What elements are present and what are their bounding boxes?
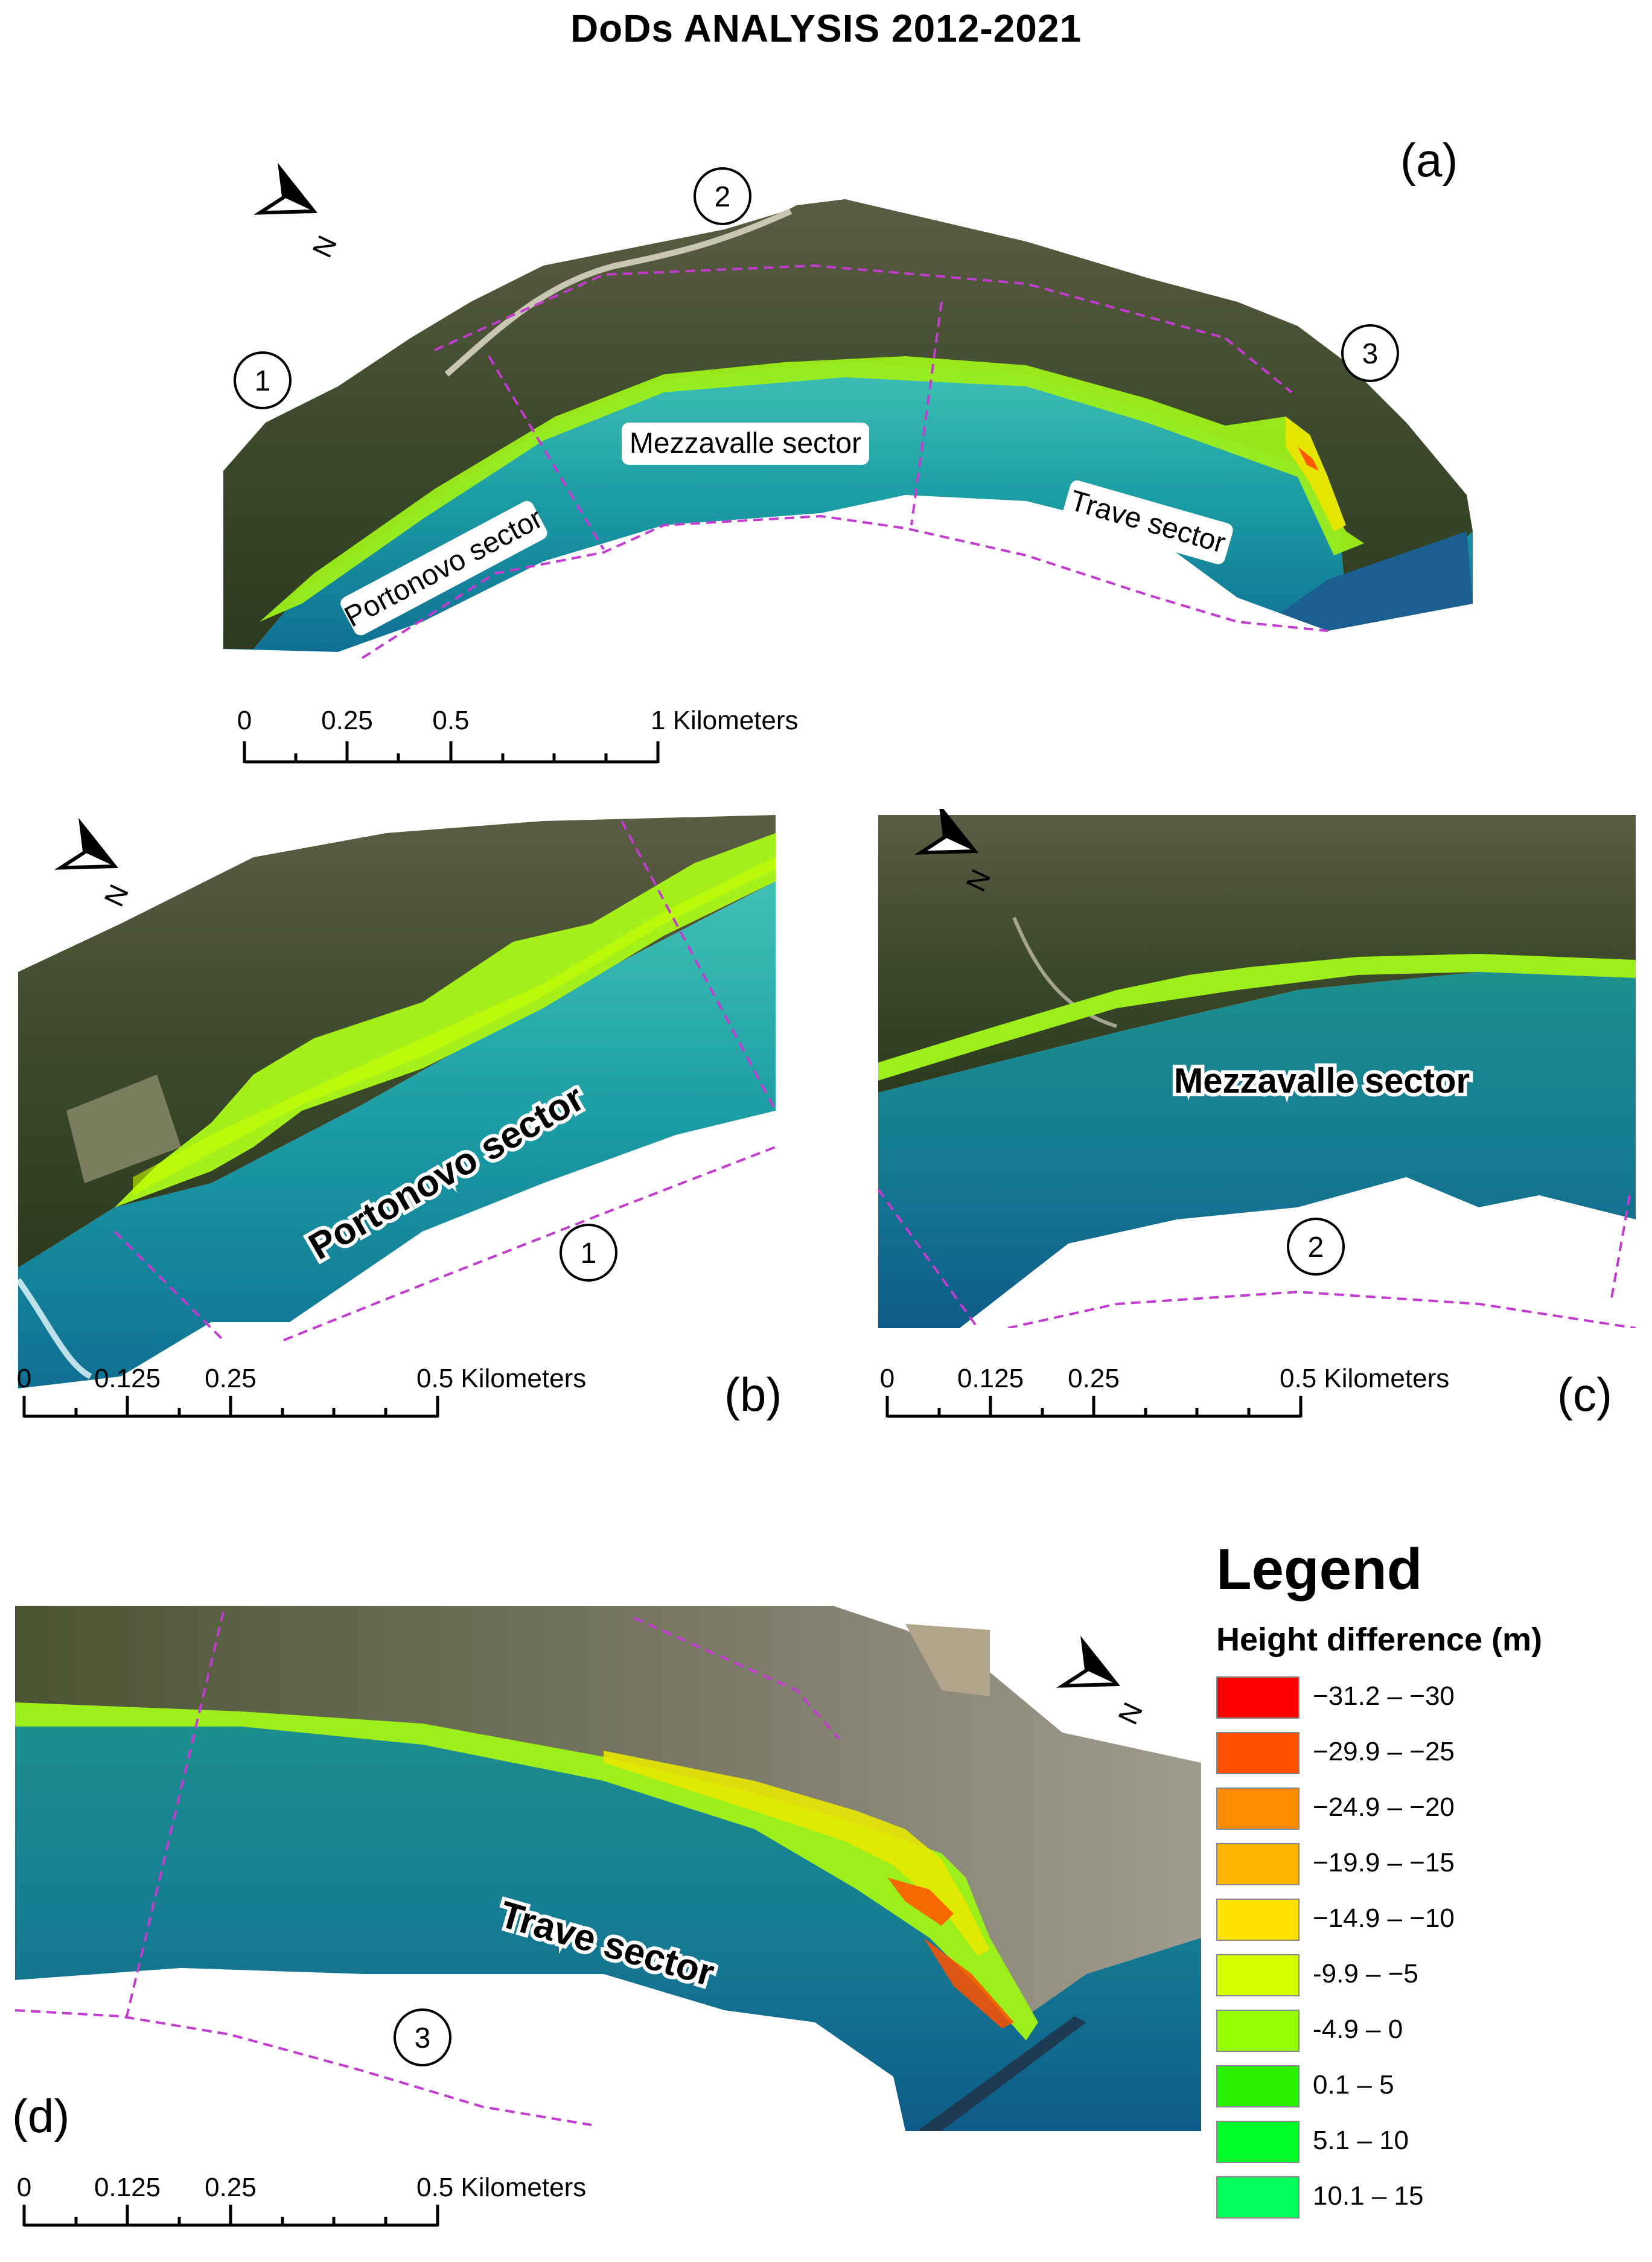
svg-text:0.5: 0.5	[432, 706, 469, 735]
svg-text:0: 0	[880, 1364, 895, 1393]
figure-title: DoDs ANALYSIS 2012-2021	[570, 7, 1082, 50]
panel-a-map: N Portonovo sector Mezzavalle sector Tra…	[223, 0, 1473, 764]
legend-item: -9.9 – −5	[1216, 1954, 1639, 2000]
marker-3-d: 3	[394, 2008, 451, 2066]
dod-strip	[878, 954, 1636, 1081]
legend-item: 5.1 – 10	[1216, 2121, 1639, 2167]
sea-area	[18, 881, 776, 1388]
legend-label: -9.9 – −5	[1313, 1959, 1418, 1989]
panel-b-map: N Portonovo sector 1	[15, 815, 777, 1449]
panel-c-map: N Mezzavalle sector 2	[877, 809, 1636, 1328]
legend-swatch	[1216, 1732, 1300, 1774]
north-arrow-label: N	[306, 231, 343, 262]
marker-3-a: 3	[1341, 324, 1399, 382]
legend-subtitle: Height difference (m)	[1216, 1621, 1543, 1658]
svg-text:2: 2	[1308, 1232, 1324, 1264]
legend-items: −31.2 – −30 −29.9 – −25 −24.9 – −20 −19.9 –…	[1216, 1676, 1639, 2222]
marker-1-a: 1	[234, 351, 292, 409]
svg-text:2: 2	[715, 181, 731, 213]
legend-item: -4.9 – 0	[1216, 2010, 1639, 2056]
legend-item: 10.1 – 15	[1216, 2176, 1639, 2222]
legend-item: −29.9 – −25	[1216, 1732, 1639, 1778]
scale-bar-a: 0 0.25 0.5 1 Kilometers	[237, 706, 799, 764]
legend-label: −19.9 – −15	[1313, 1848, 1455, 1877]
land-area	[15, 1606, 1201, 2016]
land-area	[878, 815, 1636, 1093]
panel-letter-c: (c)	[1557, 1368, 1612, 1421]
legend-title: Legend	[1216, 1537, 1423, 1602]
sea-area	[15, 1714, 1201, 2131]
svg-text:1: 1	[581, 1238, 597, 1270]
legend-swatch	[1216, 1899, 1300, 1941]
legend-label: -4.9 – 0	[1313, 2014, 1403, 2044]
svg-text:0.25: 0.25	[205, 2173, 257, 2202]
legend-label: −29.9 – −25	[1313, 1737, 1455, 1766]
svg-text:0.5 Kilometers: 0.5 Kilometers	[416, 2173, 586, 2202]
marker-2-c: 2	[1287, 1218, 1345, 1276]
legend-swatch	[1216, 2010, 1300, 2052]
svg-text:0.5 Kilometers: 0.5 Kilometers	[416, 1364, 586, 1393]
svg-text:Mezzavalle sector: Mezzavalle sector	[630, 427, 861, 459]
marker-2-a: 2	[694, 167, 751, 225]
panel-c: N Mezzavalle sector 2	[875, 809, 1642, 1328]
legend-label: 0.1 – 5	[1313, 2070, 1394, 2100]
svg-text:3: 3	[1362, 338, 1379, 370]
legend-swatch	[1216, 1954, 1300, 1996]
panel-a: N Portonovo sector Mezzavalle sector Tra…	[0, 0, 1652, 785]
sector-label-mezzavalle-c: Mezzavalle sector	[1174, 1061, 1470, 1101]
svg-text:0.125: 0.125	[94, 1364, 161, 1393]
legend: Legend Height difference (m) −31.2 – −30…	[1216, 1536, 1639, 2261]
scale-bar-c: 0 0.125 0.25 0.5 Kilometers	[880, 1364, 1449, 1418]
legend-swatch	[1216, 2121, 1300, 2163]
svg-text:0.125: 0.125	[957, 1364, 1024, 1393]
land-area	[223, 199, 1473, 649]
legend-swatch	[1216, 2065, 1300, 2107]
legend-label: −24.9 – −20	[1313, 1792, 1455, 1822]
panel-letter-d: (d)	[12, 2089, 70, 2142]
scale-bar-d: 0 0.125 0.25 0.5 Kilometers	[17, 2173, 586, 2227]
legend-item: −14.9 – −10	[1216, 1899, 1639, 1944]
legend-label: 5.1 – 10	[1313, 2126, 1409, 2155]
scale-bar-b: 0 0.125 0.25 0.5 Kilometers	[17, 1364, 586, 1418]
panel-d-map: N Trave sector 3	[14, 1606, 1201, 2131]
sea-area	[878, 972, 1636, 1328]
legend-label: −14.9 – −10	[1313, 1903, 1455, 1933]
svg-text:0: 0	[17, 1364, 31, 1393]
panel-b: N Portonovo sector 1	[0, 809, 797, 1449]
north-arrow-label: N	[98, 880, 135, 911]
svg-text:0.25: 0.25	[321, 706, 373, 735]
svg-text:3: 3	[415, 2022, 431, 2054]
legend-swatch	[1216, 2176, 1300, 2219]
legend-label: −31.2 – −30	[1313, 1681, 1455, 1711]
svg-text:1 Kilometers: 1 Kilometers	[651, 706, 799, 735]
legend-swatch	[1216, 1676, 1300, 1719]
panel-letter-b: (b)	[724, 1368, 782, 1421]
svg-text:0.5 Kilometers: 0.5 Kilometers	[1280, 1364, 1449, 1393]
svg-text:0: 0	[17, 2173, 31, 2202]
legend-swatch	[1216, 1788, 1300, 1830]
legend-item: 0.1 – 5	[1216, 2065, 1639, 2111]
svg-text:0: 0	[237, 706, 252, 735]
sector-label-mezzavalle-a: Mezzavalle sector	[622, 423, 869, 465]
legend-swatch	[1216, 1843, 1300, 1885]
marker-1-b: 1	[560, 1224, 617, 1282]
north-arrow-label: N	[1112, 1698, 1149, 1729]
panel-d: N Trave sector 3	[0, 1600, 1207, 2143]
legend-label: 10.1 – 15	[1313, 2181, 1424, 2211]
svg-text:0.125: 0.125	[94, 2173, 161, 2202]
svg-text:0.25: 0.25	[1068, 1364, 1120, 1393]
legend-item: −24.9 – −20	[1216, 1788, 1639, 1833]
svg-text:1: 1	[255, 365, 271, 397]
svg-text:0.25: 0.25	[205, 1364, 257, 1393]
dod-strip	[15, 1702, 1038, 2040]
panel-letter-a: (a)	[1400, 133, 1458, 187]
legend-item: −31.2 – −30	[1216, 1676, 1639, 1722]
legend-item: −19.9 – −15	[1216, 1843, 1639, 1889]
